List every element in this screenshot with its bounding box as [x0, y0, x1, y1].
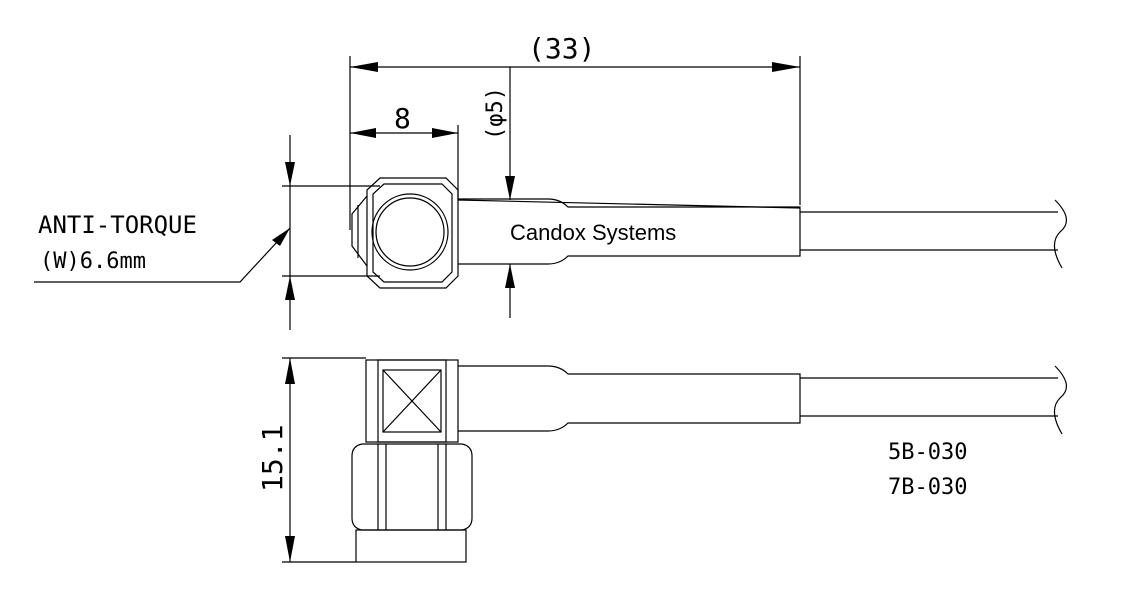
dim-nut-width: 8 [394, 102, 411, 135]
dim-height: 15.1 [256, 425, 289, 492]
side-nut-body [351, 443, 473, 531]
connector-boss-outer [371, 193, 449, 271]
cable-body [458, 198, 801, 265]
anti-torque-value: (W)6.6mm [40, 249, 146, 274]
side-cable-break [1053, 365, 1067, 435]
dim-overall-length: (33) [528, 32, 595, 65]
cable-break-top [1053, 199, 1067, 269]
housing-inner [377, 359, 447, 443]
side-plug-base [355, 529, 467, 563]
side-view: 15.1 5B-030 7B-030 [256, 357, 1067, 563]
top-view: Candox Systems [351, 177, 1067, 289]
side-cable-body [458, 365, 801, 432]
top-view-dimensions: (33) 8 (φ5) ANTI-TORQUE (W)6.6mm [34, 32, 801, 330]
brand-label: Candox Systems [510, 220, 676, 245]
nut-left-chamfer [351, 195, 368, 267]
connector-boss-inner [375, 197, 445, 267]
anti-torque-title: ANTI-TORQUE [38, 211, 197, 239]
anti-torque-leader [34, 227, 291, 283]
hex-nut-inner [372, 183, 453, 283]
cable-code-1: 5B-030 [888, 440, 967, 465]
cable-code-2: 7B-030 [888, 475, 967, 500]
hex-nut-outline [366, 177, 459, 289]
dim-cable-diameter: (φ5) [483, 87, 508, 140]
